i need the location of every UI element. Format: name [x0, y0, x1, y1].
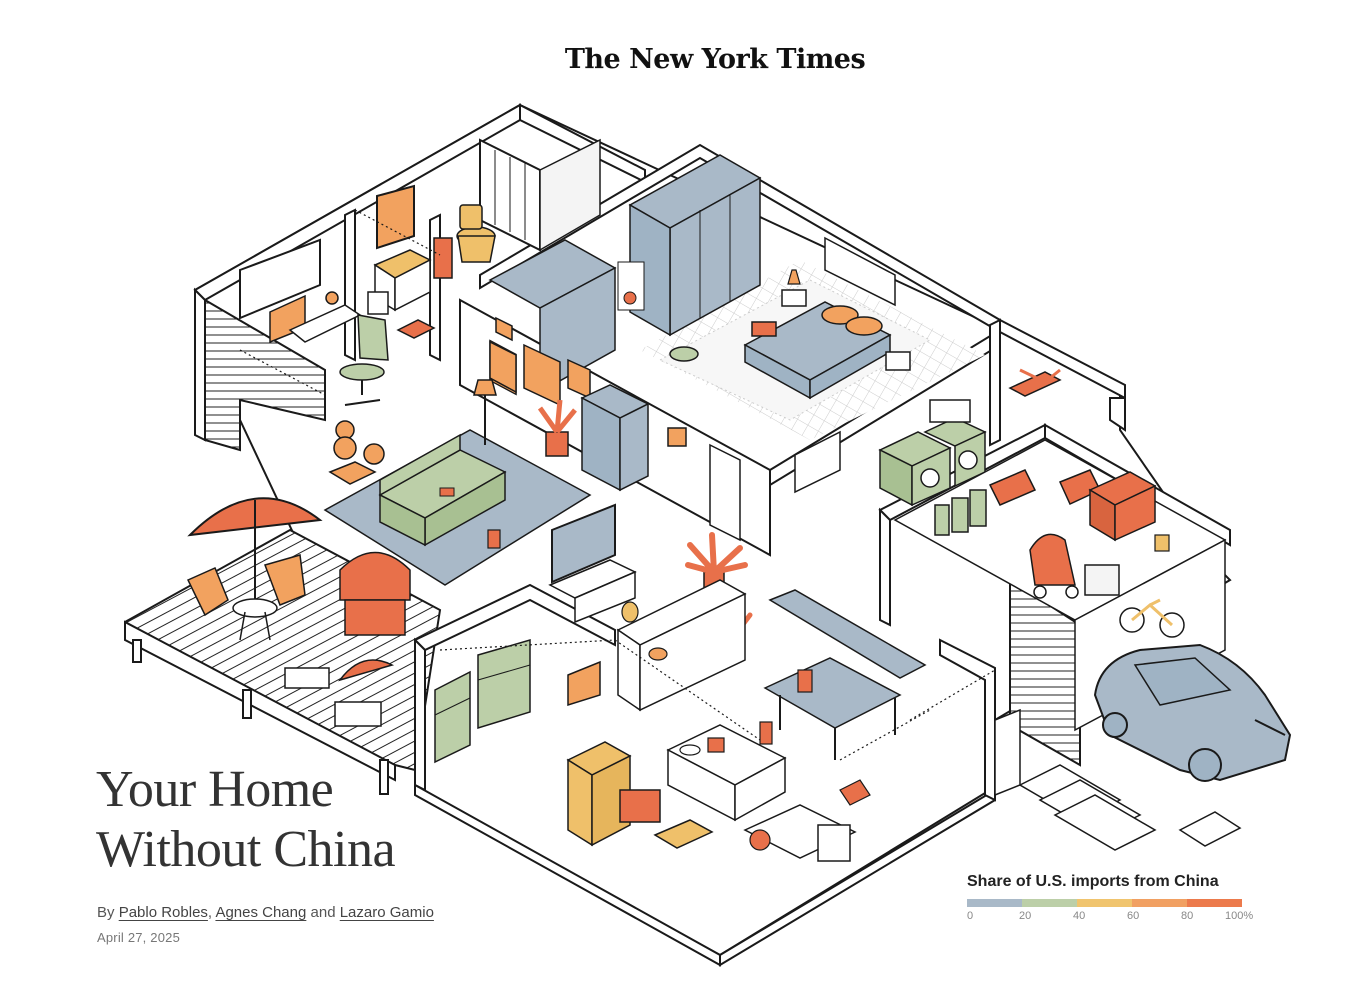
author-link-lazaro-gamio[interactable]: Lazaro Gamio [339, 904, 434, 921]
legend-swatch-0-20 [967, 899, 1022, 907]
legend-tick: 100% [1225, 910, 1254, 922]
sofa [378, 433, 507, 547]
legend-swatch-20-40 [1022, 899, 1077, 907]
color-legend: Share of U.S. imports from China 0 20 40… [967, 873, 1267, 926]
wardrobes [488, 154, 762, 394]
author-link-agnes-chang[interactable]: Agnes Chang [215, 904, 307, 921]
byline-prefix: By [97, 904, 115, 921]
bed [743, 301, 892, 400]
tv-set [487, 503, 637, 624]
patio-table-chairs [186, 554, 306, 641]
laundry [878, 368, 1062, 507]
article-headline[interactable]: Your Home Without China [96, 760, 516, 880]
legend-ticks: 0 20 40 60 80 100% [967, 910, 1267, 926]
stroller [1029, 533, 1079, 599]
office-chair [339, 314, 389, 406]
grill [339, 551, 411, 636]
headline-line-2: Without China [96, 821, 396, 878]
hallway-runner [768, 589, 927, 679]
kitchen [566, 579, 902, 862]
legend-swatch-40-60 [1077, 899, 1132, 907]
exterior-walls [193, 103, 1126, 767]
garage [893, 439, 1292, 782]
legend-swatch-60-80 [1132, 899, 1187, 907]
front-steps [994, 708, 1242, 851]
dining-table [763, 657, 902, 760]
teddy-bear [333, 420, 357, 460]
storage-shelves [434, 639, 601, 764]
byline-and: and [310, 904, 336, 921]
bedroom [669, 236, 911, 542]
toilet [456, 204, 496, 263]
potted-plant [537, 399, 577, 457]
legend-title: Share of U.S. imports from China [967, 873, 1225, 891]
cutaway-dotted-lines [239, 209, 996, 761]
legend-tick: 20 [1019, 910, 1032, 922]
author-link-pablo-robles[interactable]: Pablo Robles [118, 904, 208, 921]
bathroom [367, 138, 601, 339]
home-office [239, 238, 389, 485]
byline: By Pablo Robles, Agnes Chang and Lazaro … [97, 904, 434, 921]
bookshelf [580, 384, 650, 492]
bicycle [1119, 598, 1185, 638]
nyt-masthead-logo[interactable]: The New York Times [564, 44, 866, 75]
legend-color-scale [967, 899, 1242, 907]
legend-tick: 0 [967, 910, 974, 922]
kitchen-island [666, 721, 787, 822]
legend-tick: 40 [1073, 910, 1086, 922]
legend-tick: 80 [1181, 910, 1194, 922]
floor-lamp [473, 379, 497, 445]
legend-swatch-80-100 [1187, 899, 1242, 907]
outdoor-umbrella-closed [338, 659, 395, 682]
luggage-set [934, 489, 987, 536]
headline-line-1: Your Home [96, 761, 334, 818]
hallway-decor [473, 316, 687, 492]
patio-umbrella [187, 497, 323, 610]
legend-tick: 60 [1127, 910, 1140, 922]
publish-date: April 27, 2025 [97, 930, 181, 945]
byline-separator: , [207, 904, 213, 921]
car [1093, 643, 1292, 782]
